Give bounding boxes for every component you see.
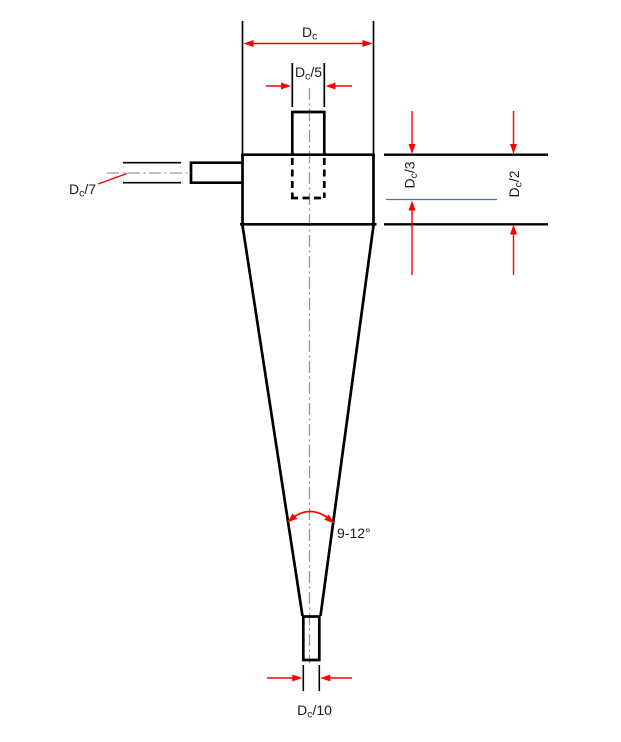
dc-arrowhead-right bbox=[362, 40, 373, 47]
dc2-arrowhead-down bbox=[510, 144, 517, 154]
inlet-duct bbox=[189, 161, 243, 185]
label-vortex-finder-depth: Dc/3 bbox=[402, 161, 421, 188]
cyclone-body-walls bbox=[241, 153, 375, 225]
dc10-arrowhead-right bbox=[320, 674, 331, 682]
dust-outlet-tube bbox=[301, 615, 321, 662]
dc2-arrowhead-up bbox=[510, 224, 517, 235]
angle-arrowhead-right bbox=[324, 514, 335, 524]
label-inlet-diameter: Dc/7 bbox=[69, 181, 96, 200]
label-body-diameter: Dc bbox=[302, 24, 317, 43]
dc7-leader-line bbox=[97, 172, 128, 185]
label-body-section-height: Dc/2 bbox=[506, 170, 525, 197]
dc3-arrowhead-down bbox=[408, 144, 416, 154]
vortex-finder-tube bbox=[290, 110, 326, 156]
dc3-arrowhead-up bbox=[408, 200, 416, 211]
dc5-arrowhead-left bbox=[281, 82, 291, 90]
vortex-finder-hidden-dashed bbox=[290, 158, 326, 200]
label-cone-angle: 9-12° bbox=[337, 525, 371, 541]
cone-right-line bbox=[319, 225, 375, 617]
dc5-arrowhead-right bbox=[325, 82, 336, 90]
dimension-labels: Dc Dc/5 Dc/7 Dc/3 Dc/2 9-12° Dc/10 bbox=[69, 24, 525, 721]
centerlines bbox=[107, 88, 311, 663]
cyclone-outline bbox=[123, 21, 548, 691]
label-dust-outlet-diameter: Dc/10 bbox=[297, 702, 332, 721]
cone-left-line bbox=[241, 225, 304, 617]
dimension-annotations bbox=[97, 40, 517, 682]
dc-arrowhead-left bbox=[243, 40, 254, 47]
dc10-arrowhead-left bbox=[292, 674, 303, 682]
label-vortex-finder-diameter: Dc/5 bbox=[295, 64, 322, 83]
angle-arrowhead-left bbox=[287, 513, 298, 523]
